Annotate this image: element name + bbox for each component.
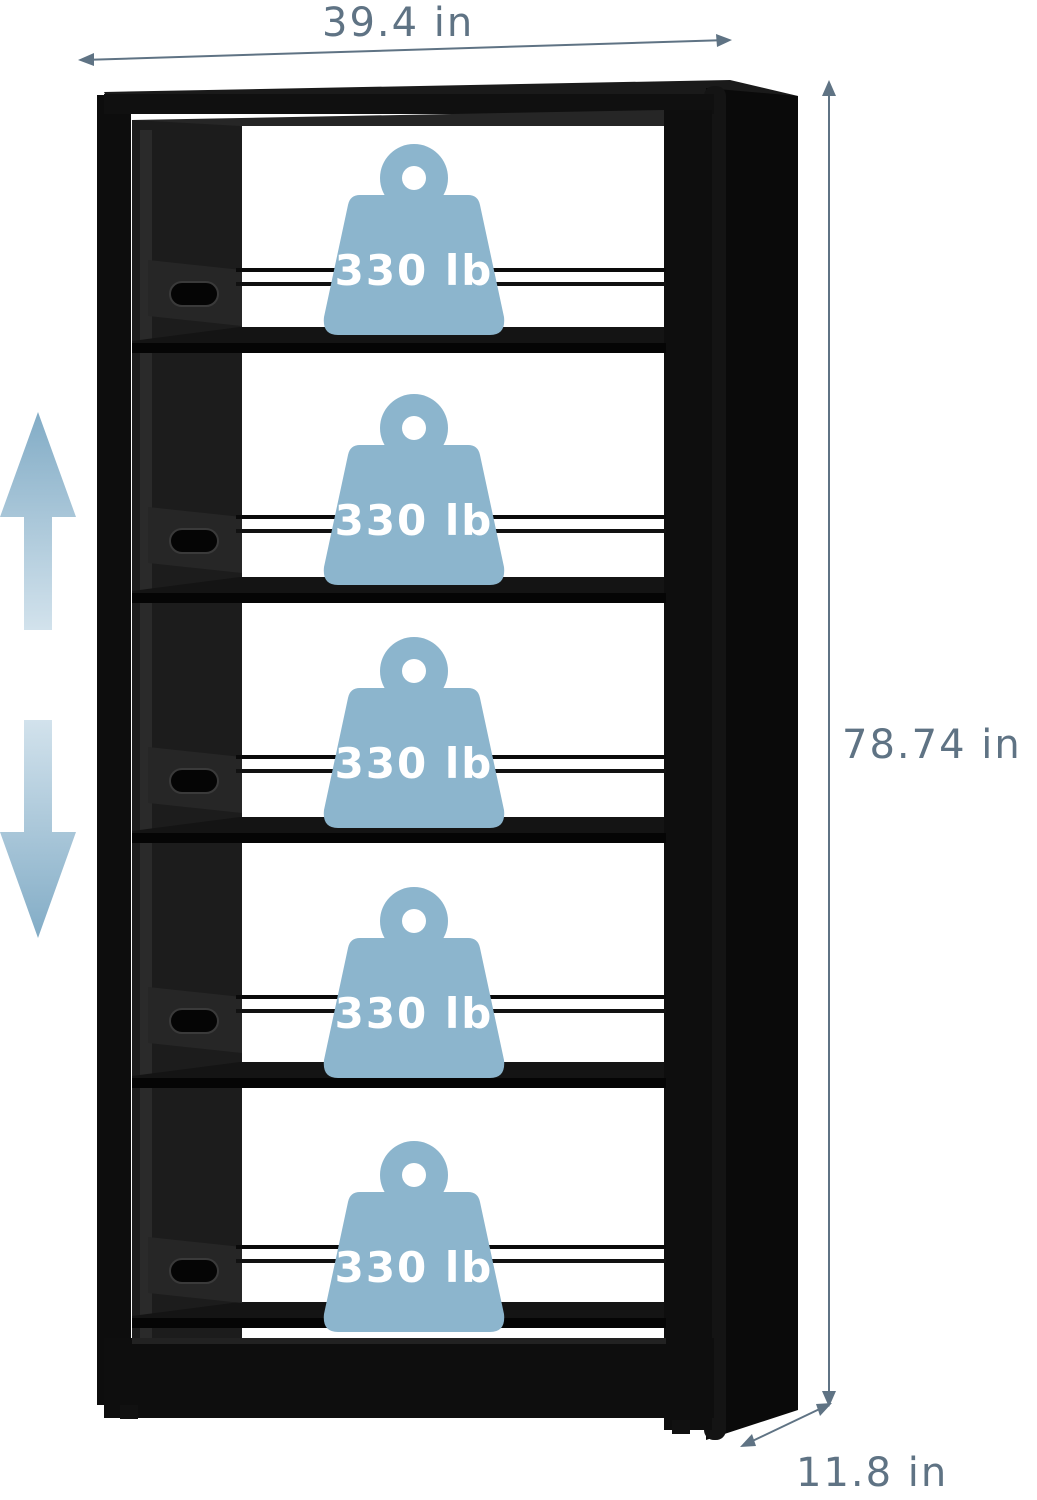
weight-icon: 330 lb [323,887,505,1078]
width-label: 39.4 in [322,0,475,46]
weight-icon: 330 lb [323,637,505,828]
width-dimension-line [78,34,732,66]
arrow-up-icon [0,412,76,630]
arrow-down-icon [0,720,76,938]
shelves: 330 lb 330 lb 330 lb 330 lb 330 lb [132,144,666,1332]
up-down-arrow-icon [0,412,76,938]
depth-dimension-line [740,1403,832,1447]
depth-label: 11.8 in [796,1450,949,1496]
shelf [132,260,666,353]
weight-label: 330 lb [335,739,494,788]
height-dimension-line [822,80,836,1407]
weight-icon: 330 lb [323,1141,505,1332]
shelving-unit [97,80,798,1440]
weight-label: 330 lb [335,246,494,295]
weight-icon: 330 lb [323,144,505,335]
height-label: 78.74 in [842,722,1022,768]
weight-icon: 330 lb [323,394,505,585]
weight-label: 330 lb [335,1243,494,1292]
weight-label: 330 lb [335,989,494,1038]
weight-label: 330 lb [335,496,494,545]
